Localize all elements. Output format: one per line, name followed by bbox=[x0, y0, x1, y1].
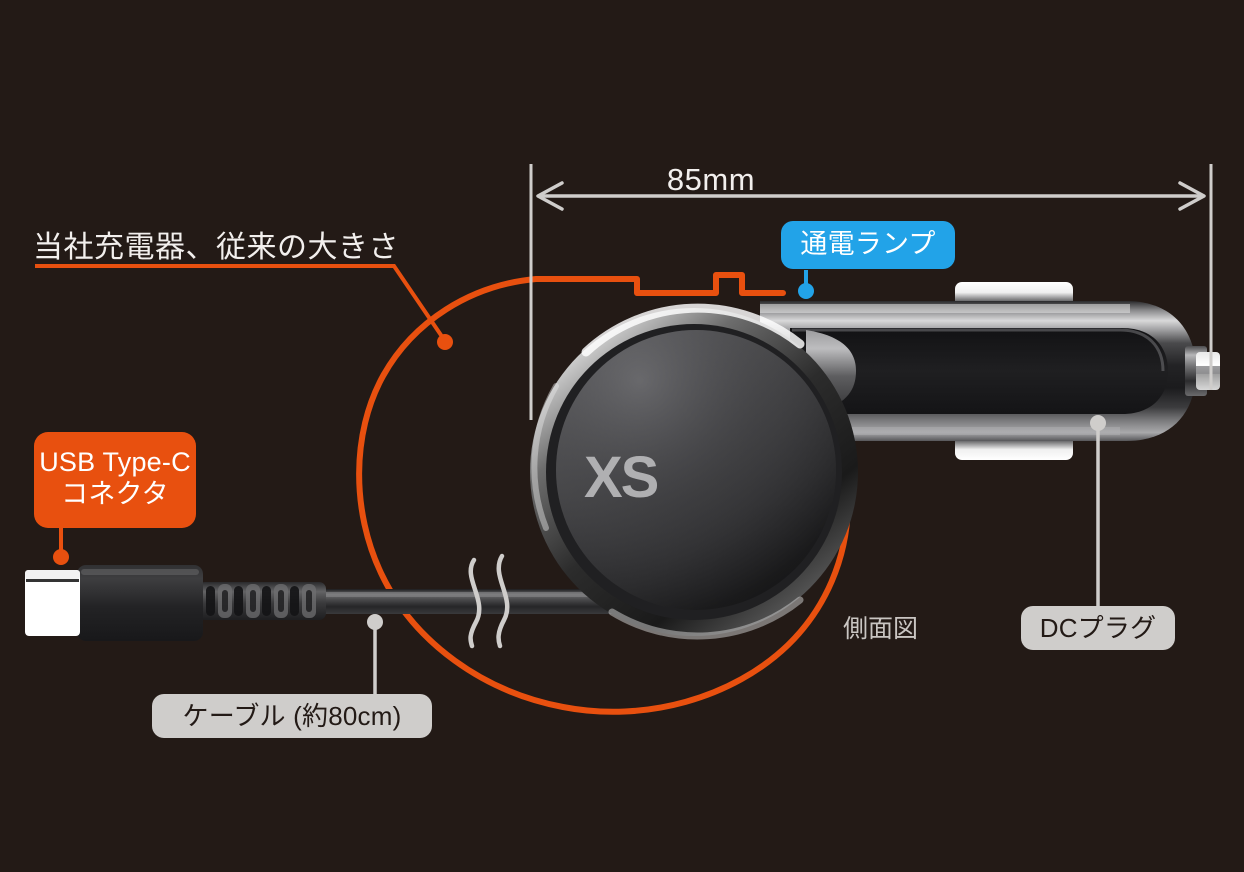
brand-mark-xs: XS bbox=[584, 445, 660, 510]
callout-dc-plug[interactable]: DCプラグ bbox=[1021, 606, 1175, 650]
callout-power-lamp[interactable]: 通電ランプ bbox=[781, 221, 955, 269]
spring-clip-bottom bbox=[955, 441, 1073, 460]
usb-c-connector bbox=[25, 565, 203, 641]
cable-strain-relief bbox=[198, 582, 326, 620]
side-view-label: 側面図 bbox=[843, 615, 919, 643]
charging-cable bbox=[25, 553, 626, 649]
callout-usb-c-connector[interactable]: USB Type-C コネクタ bbox=[34, 432, 196, 528]
car-charger-body: XS bbox=[530, 282, 1220, 640]
dimension-label: 85mm bbox=[0, 162, 1244, 198]
leader-usb-c bbox=[53, 528, 69, 565]
callout-usb-c-line1: USB Type-C bbox=[39, 447, 191, 478]
leader-compare-note bbox=[35, 264, 453, 350]
retractor-housing bbox=[530, 303, 858, 640]
callout-usb-c-line2: コネクタ bbox=[61, 479, 169, 509]
leader-power-lamp bbox=[798, 270, 814, 299]
callout-cable[interactable]: ケーブル (約80cm) bbox=[152, 694, 432, 738]
cable-break-symbol bbox=[468, 553, 510, 649]
spring-clip-top bbox=[955, 282, 1073, 301]
dimension-line-85mm bbox=[529, 164, 1213, 420]
dimension-value: 85mm bbox=[666, 162, 756, 197]
leader-dc-plug bbox=[1090, 415, 1106, 606]
svg-text:XS: XS bbox=[584, 445, 658, 510]
legacy-charger-outline bbox=[356, 272, 851, 715]
leader-cable bbox=[367, 614, 383, 694]
dc-plug-barrel bbox=[760, 282, 1220, 460]
compare-note-label: 当社充電器、従来の大きさ bbox=[33, 231, 399, 264]
